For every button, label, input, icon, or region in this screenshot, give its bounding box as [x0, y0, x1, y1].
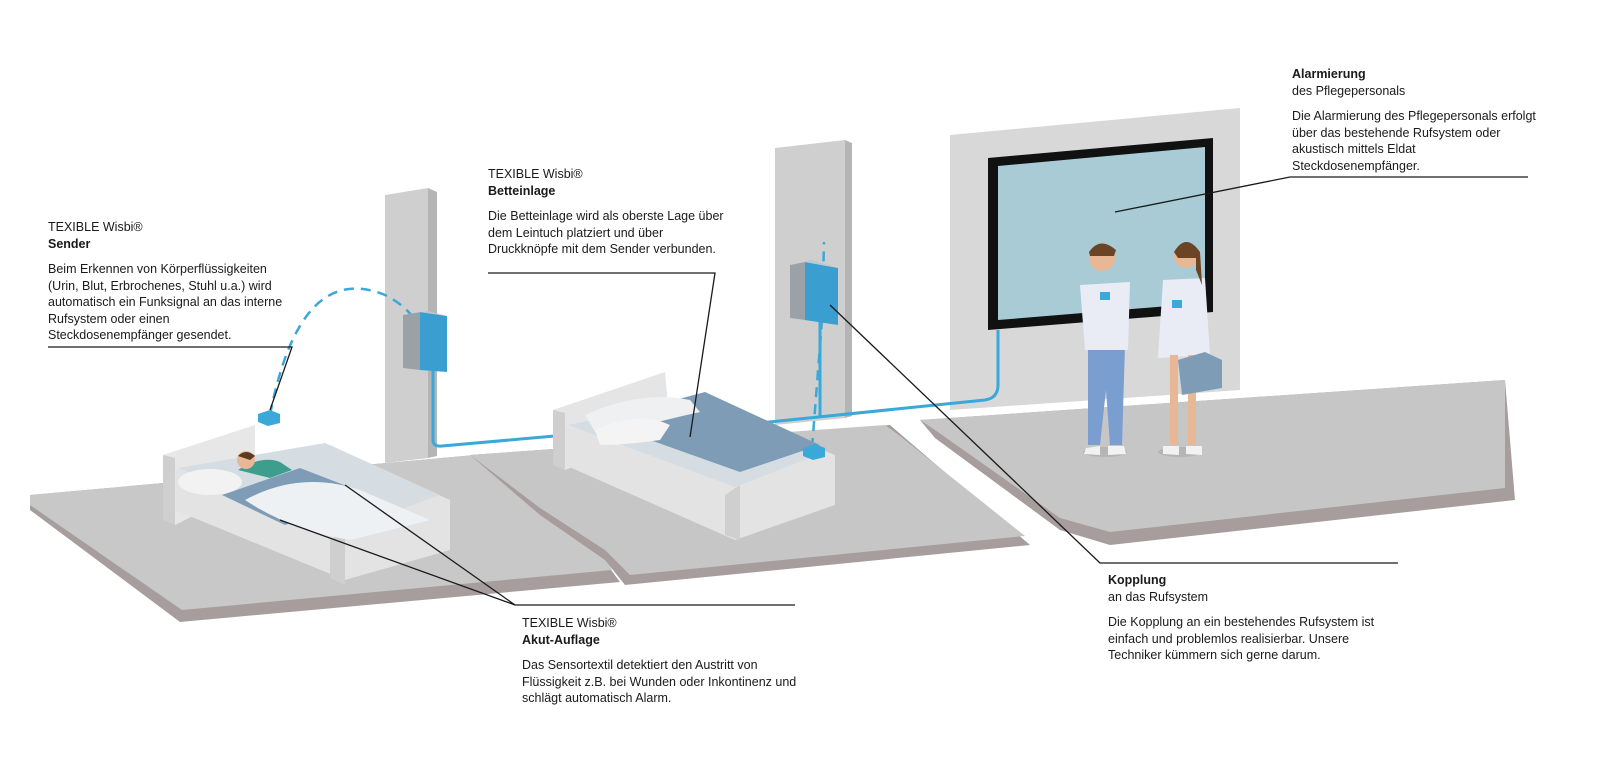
- callout-akut-auflage-heading: Akut-Auflage: [522, 632, 600, 647]
- callout-betteinlage-body: Die Betteinlage wird als oberste Lage üb…: [488, 209, 724, 256]
- receiver-box-left: [403, 311, 447, 372]
- leader-akut-auflage-2: [344, 484, 516, 606]
- nurse-male: [1080, 243, 1130, 457]
- leader-lines: [48, 176, 1528, 606]
- callout-alarmierung: Alarmierung des Pflegepersonals Die Alar…: [1292, 66, 1542, 174]
- callout-sender: TEXIBLE Wisbi® Sender Beim Erkennen von …: [48, 219, 298, 344]
- callout-betteinlage-heading: Betteinlage: [488, 183, 556, 198]
- callout-kopplung-heading: Kopplung: [1108, 573, 1167, 587]
- leader-betteinlage: [488, 272, 716, 438]
- callout-sender-body: Beim Erkennen von Körperflüssigkeiten (U…: [48, 262, 283, 342]
- callout-kopplung: Kopplung an das Rufsystem Die Kopplung a…: [1108, 572, 1403, 664]
- callout-alarmierung-heading: Alarmierung: [1292, 67, 1366, 81]
- leader-sender: [48, 346, 293, 411]
- cable-left: [431, 365, 601, 448]
- nurse-female: [1158, 242, 1222, 457]
- monitor-screen: [998, 147, 1205, 320]
- leader-kopplung: [829, 304, 1398, 564]
- callout-betteinlage-kicker: TEXIBLE Wisbi®: [488, 167, 583, 181]
- callout-betteinlage: TEXIBLE Wisbi® Betteinlage Die Betteinla…: [488, 166, 728, 258]
- folder: [1178, 352, 1222, 395]
- callout-alarmierung-body: Die Alarmierung des Pflegepersonals erfo…: [1292, 109, 1536, 173]
- sender-device-left: [258, 410, 280, 426]
- sender-device-right: [803, 444, 825, 460]
- callout-kopplung-body: Die Kopplung an ein bestehendes Rufsyste…: [1108, 615, 1375, 662]
- callout-alarmierung-sub: des Pflegepersonals: [1292, 83, 1406, 98]
- callout-sender-kicker: TEXIBLE Wisbi®: [48, 220, 143, 234]
- receiver-box-right: [790, 260, 838, 325]
- bed-left: [163, 410, 450, 585]
- floor-right-top: [920, 380, 1505, 532]
- callout-akut-auflage: TEXIBLE Wisbi® Akut-Auflage Das Sensorte…: [522, 615, 807, 707]
- bed-right: [553, 372, 835, 540]
- leader-alarmierung: [1114, 176, 1528, 213]
- callout-akut-auflage-kicker: TEXIBLE Wisbi®: [522, 616, 617, 630]
- cable-monitor: [739, 330, 1000, 427]
- callout-kopplung-sub: an das Rufsystem: [1108, 589, 1209, 604]
- callout-akut-auflage-body: Das Sensortextil detektiert den Austritt…: [522, 658, 797, 705]
- callout-sender-heading: Sender: [48, 236, 91, 251]
